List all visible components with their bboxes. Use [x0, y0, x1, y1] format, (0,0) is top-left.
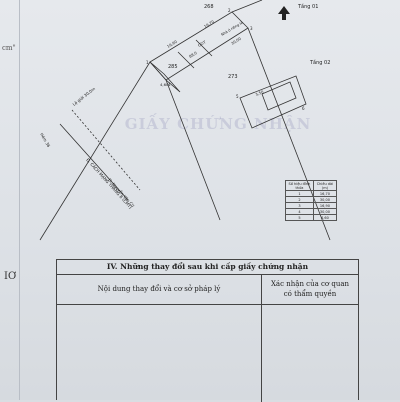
label-top-num: 268: [204, 4, 214, 10]
table-row: 5 4,60: [285, 214, 338, 221]
label-dim-d: 4,60: [160, 82, 169, 87]
road-edge-2: [59, 123, 129, 201]
changes-col-confirm: Xác nhận của cơ quan có thẩm quyền: [262, 275, 358, 304]
margin-section-mark: IƠ: [4, 271, 17, 282]
boundary-line-1: [165, 79, 221, 221]
label-dim-e: 3,50: [255, 89, 265, 97]
label-house-type: Nhà ở riêng lẻ: [220, 21, 243, 37]
label-odt: ODT: [197, 39, 207, 48]
edge-length-table: Số hiệu đỉnh thửa Chiều dài (m) 1 16,70 …: [285, 180, 338, 221]
changes-body-row: [57, 305, 358, 402]
boundary-line-4: [231, 0, 263, 13]
floor-02-outline: [239, 75, 307, 129]
confirm-line-2: có thẩm quyền: [283, 290, 337, 298]
parcel-outline-annex: [149, 61, 181, 93]
table-header-vertex: Số hiệu đỉnh thửa: [285, 180, 314, 191]
label-road-side: Đ. Nguyễn Văn Cừ: [107, 177, 136, 208]
changes-content-cell: [57, 305, 262, 402]
label-floor2: Tầng 02: [309, 58, 330, 66]
table-header-length: Chiều dài (m): [312, 180, 338, 191]
confirm-line-1: Xác nhận của cơ quan: [270, 280, 350, 288]
changes-col-content: Nội dung thay đổi và cơ sở pháp lý: [57, 275, 262, 304]
north-arrow-icon: [278, 6, 290, 20]
label-area: 88,0: [188, 50, 198, 59]
label-pt-4: 4: [168, 82, 171, 87]
label-dim-c: 16,90: [166, 39, 178, 49]
land-parcel-plan: 268 Tầng 01 Tầng 02 285 273 16,70 30,00 …: [39, 0, 330, 241]
binding-line: [19, 0, 20, 400]
label-pt-1: 1: [146, 60, 149, 65]
label-pt-5: 5: [236, 94, 239, 99]
watermark-title: GIẤY CHỨNG NHẬN: [124, 115, 312, 133]
changes-section: IV. Những thay đổi sau khi cấp giấy chứn…: [56, 259, 359, 402]
table-cell: 4,60: [312, 214, 338, 221]
road-edge-1: [71, 109, 141, 191]
changes-title: IV. Những thay đổi sau khi cấp giấy chứn…: [57, 260, 358, 275]
changes-confirm-cell: [262, 305, 358, 402]
label-parcel-main: 285: [168, 64, 178, 70]
label-pt-6: 6: [302, 106, 305, 111]
label-road-main: Đ. CÁCH MẠNG THÁNG 8 (CMT): [85, 157, 133, 210]
label-floor1: Tầng 01: [297, 2, 318, 10]
label-dim-b: 30,00: [230, 36, 242, 46]
label-parcel-mid: 273: [228, 74, 238, 80]
label-pt-3: 3: [250, 26, 253, 31]
parcel-divider-2: [177, 51, 195, 69]
margin-mark: cm": [2, 44, 16, 52]
parcel-divider: [195, 39, 213, 57]
label-road-width: Lộ giới 30,0m: [72, 86, 97, 107]
label-pt-2: 2: [228, 8, 231, 13]
boundary-line-2: [39, 61, 151, 241]
label-dim-a: 16,70: [203, 19, 215, 29]
label-hem: Hẻm 36: [39, 132, 51, 149]
floor-02-inner: [261, 81, 297, 111]
changes-header-row: Nội dung thay đổi và cơ sở pháp lý Xác n…: [57, 275, 358, 305]
table-cell: 5: [285, 214, 314, 221]
